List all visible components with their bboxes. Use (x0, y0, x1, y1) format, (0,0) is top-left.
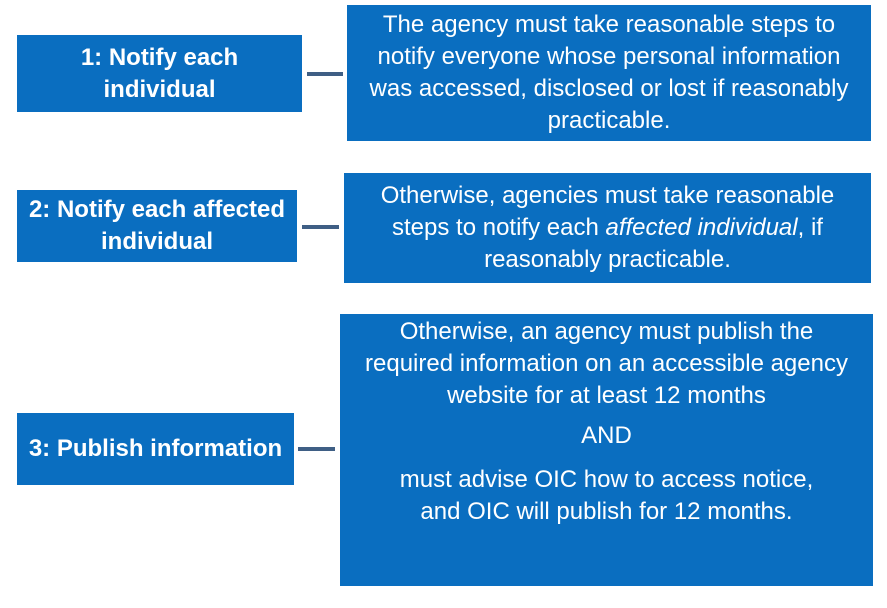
step-3-box: 3: Publish information (17, 413, 294, 485)
step-1-description-box: The agency must take reasonable steps to… (347, 5, 871, 141)
step-2-label-line-1: 2: Notify each affected (28, 196, 286, 223)
step-3-conjunction: AND (581, 422, 632, 449)
step-2-description-line-2: steps to notify each affected individual… (381, 212, 835, 244)
step-1-connector (307, 72, 343, 76)
step-2-description-box: Otherwise, agencies must take reasonable… (344, 173, 871, 283)
step-3-connector (298, 447, 335, 451)
step-2-label: 2: Notify each affected individual (29, 194, 285, 258)
step-1-description-line-3: was accessed, disclosed or lost if reaso… (369, 75, 849, 102)
step-2-description: Otherwise, agencies must take reasonable… (381, 180, 835, 276)
step-3-description-line-1: Otherwise, an agency must publish the (399, 318, 814, 345)
step-2-box: 2: Notify each affected individual (17, 190, 297, 262)
step-3-description-line-5: and OIC will publish for 12 months. (420, 498, 793, 525)
step-1-description-line-4: practicable. (547, 107, 671, 134)
step-2-description-line-2-end: , if (797, 214, 823, 241)
step-3-label-line-1: 3: Publish information (28, 435, 283, 462)
step-3-label: 3: Publish information (29, 433, 282, 465)
step-1-description-line-2: notify everyone whose personal informati… (377, 43, 841, 70)
step-3-description-line-2: required information on an accessible ag… (365, 350, 848, 377)
affected-individual-emphasis: affected individual (605, 214, 798, 241)
step-3-description: Otherwise, an agency must publish the re… (365, 316, 848, 528)
step-2-description-line-3: reasonably practicable. (484, 246, 731, 273)
step-3-description-line-4: must advise OIC how to access notice, (399, 466, 814, 493)
step-3-description-line-3: website for at least 12 months (447, 382, 766, 409)
step-1-label-line-1: 1: Notify each (80, 43, 239, 71)
step-1-label-line-2: individual (103, 75, 216, 103)
step-2-connector (302, 225, 339, 229)
step-1-description-line-1: The agency must take reasonable steps to (382, 11, 836, 38)
step-2-description-line-1: Otherwise, agencies must take reasonable (380, 182, 835, 209)
step-2-description-line-2-start: steps to notify each (392, 214, 606, 241)
step-1-box: 1: Notify each individual (17, 35, 302, 112)
step-1-label: 1: Notify each individual (81, 42, 238, 106)
step-2-label-line-2: individual (100, 228, 213, 255)
step-3-description-box: Otherwise, an agency must publish the re… (340, 314, 873, 586)
step-1-description: The agency must take reasonable steps to… (370, 9, 849, 137)
